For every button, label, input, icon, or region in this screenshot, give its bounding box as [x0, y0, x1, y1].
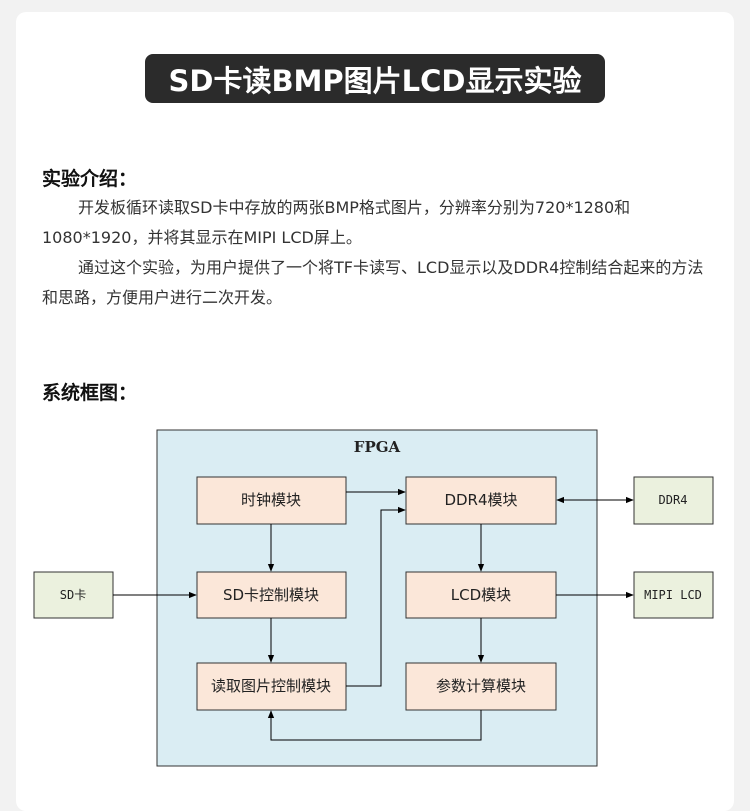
arrow-param-calc-to-read-image [267, 710, 482, 741]
page-title: SD卡读BMP图片LCD显示实验 [145, 54, 605, 103]
param-calc-module-box [405, 662, 557, 711]
param-calc-module-label: 参数计算模块 [436, 677, 526, 695]
ddr4-external-label: DDR4 [659, 493, 688, 507]
sd-control-module-label: SD卡控制模块 [223, 586, 319, 604]
read-image-module-label: 读取图片控制模块 [211, 677, 331, 695]
lcd-module-box [405, 571, 557, 619]
mipi-lcd-label: MIPI LCD [644, 588, 702, 602]
ddr4-external-box [633, 476, 714, 525]
sd-card-box [33, 571, 114, 619]
clock-module-box [196, 476, 347, 525]
intro-heading: 实验介绍： [42, 168, 138, 190]
lcd-module-label: LCD模块 [451, 586, 511, 604]
ddr4-module-box [405, 476, 557, 525]
fpga-label: FPGA [354, 438, 401, 456]
diagram-heading: 系统框图： [42, 382, 138, 404]
intro-paragraph-1: 开发板循环读取SD卡中存放的两张BMP格式图片，分辨率分别为720*1280和1… [42, 198, 631, 247]
read-image-module-box [196, 662, 347, 711]
intro-paragraph-2: 通过这个实验，为用户提供了一个将TF卡读写、LCD显示以及DDR4控制结合起来的… [42, 258, 704, 307]
sd-card-label: SD卡 [60, 588, 86, 602]
clock-module-label: 时钟模块 [241, 491, 301, 509]
ddr4-module-label: DDR4模块 [444, 491, 517, 509]
mipi-lcd-box [633, 571, 714, 619]
sd-control-module-box [196, 571, 347, 619]
arrow-read-image-to-ddr4 [346, 506, 406, 687]
